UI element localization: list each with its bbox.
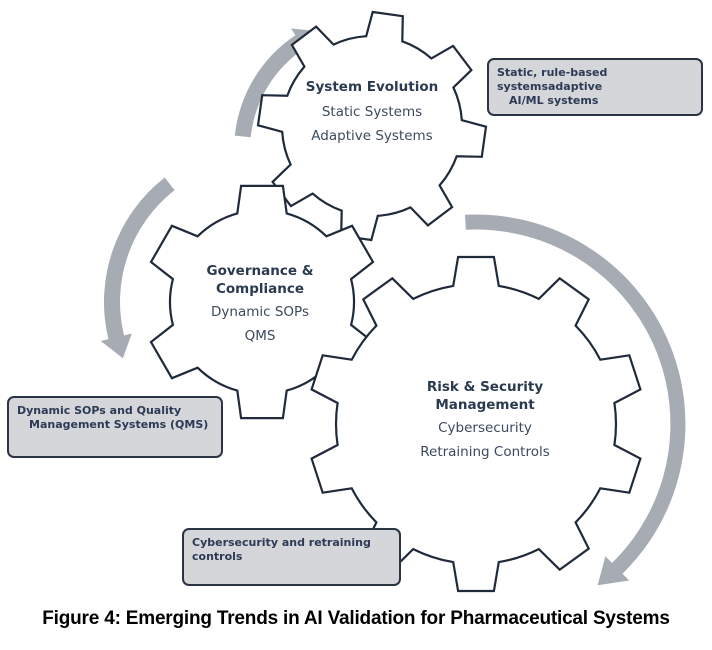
- note-line2: AI/ML systems: [509, 94, 599, 107]
- gear-risk-security: [310, 255, 642, 593]
- cycle-arrow-left: [100, 177, 175, 359]
- gear-item: QMS: [244, 328, 276, 344]
- note-risk: Cybersecurity and retraining controls: [182, 528, 401, 586]
- note-line2: Management Systems (QMS): [29, 418, 209, 431]
- gear-item: Dynamic SOPs: [211, 304, 309, 320]
- gear-system-evolution: [256, 10, 488, 242]
- cycle-arrow-top: [234, 28, 320, 138]
- gear-item: Cybersecurity: [438, 420, 532, 436]
- gear-title-line1: Risk & Security: [426, 379, 544, 395]
- note-system-evolution: Static, rule-based systemsadaptive AI/ML…: [487, 58, 703, 116]
- gear-title-line2: Compliance: [215, 281, 305, 297]
- gear-governance-compliance: [149, 184, 375, 420]
- gear-title: System Evolution: [305, 79, 439, 95]
- gear-item: Adaptive Systems: [311, 128, 433, 144]
- gear-title-line1: Governance &: [206, 263, 314, 279]
- note-governance: Dynamic SOPs and Quality Management Syst…: [7, 396, 223, 458]
- note-line1: Dynamic SOPs and Quality: [17, 404, 182, 417]
- figure-caption: Figure 4: Emerging Trends in AI Validati…: [42, 608, 670, 629]
- gear-item: Retraining Controls: [420, 444, 550, 460]
- note-line1: Cybersecurity and retraining controls: [192, 536, 371, 563]
- gear-label-system-evolution: System Evolution Static Systems Adaptive…: [302, 78, 442, 148]
- gear-label-governance: Governance & Compliance Dynamic SOPs QMS: [185, 262, 335, 348]
- note-line1: Static, rule-based systemsadaptive: [497, 66, 608, 93]
- gear-item: Static Systems: [321, 104, 423, 120]
- gear-title-line2: Management: [435, 397, 535, 413]
- gear-label-risk: Risk & Security Management Cybersecurity…: [400, 378, 570, 464]
